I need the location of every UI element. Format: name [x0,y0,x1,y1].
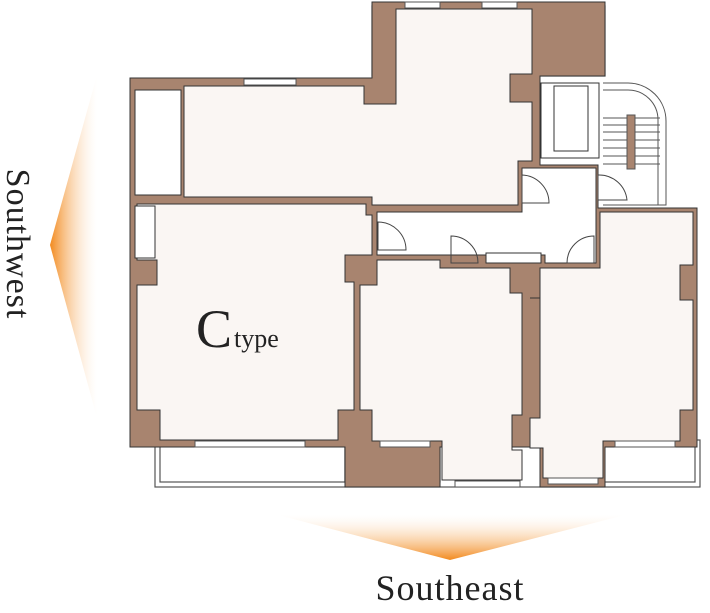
doors [377,174,628,264]
unit-type-letter: C [196,299,233,359]
unit-type-label: Ctype [196,298,279,360]
room-c-type [136,203,373,441]
southwest-arrow [50,75,97,418]
windows [194,1,676,488]
direction-southwest: Southwest [0,168,36,320]
unit-type-word: type [234,324,279,353]
staircase [603,82,667,206]
room-middle [359,259,523,481]
room-upper-living [183,8,533,206]
room-right [529,211,694,479]
corridor [134,82,600,264]
southeast-arrow [278,515,625,560]
rooms [136,8,694,481]
direction-southeast: Southeast [375,568,525,608]
